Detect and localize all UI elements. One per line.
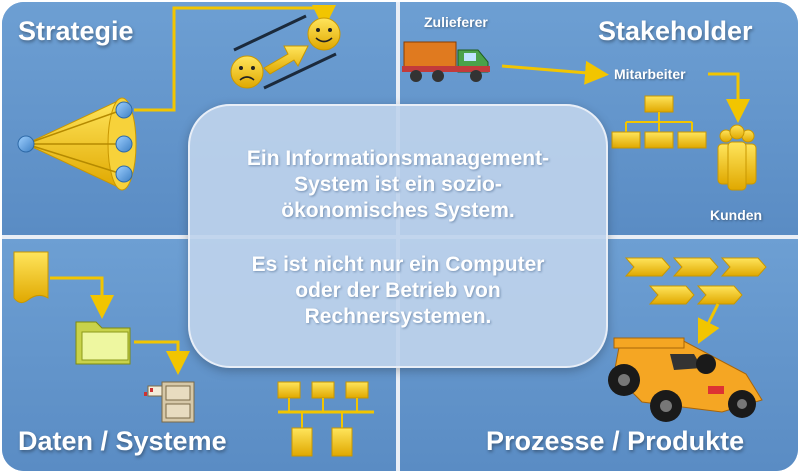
chevron-arrows-icon [624,257,767,305]
center-text-line: oder der Betrieb von [295,279,501,302]
quadrant-title-prozesse-produkte: Prozesse / Produkte [486,426,745,456]
funnel-icon [17,97,137,191]
org-chart-icon [611,95,707,149]
folder-icon [75,321,131,365]
center-text-line: Ein Informationsmanagement- [246,147,550,170]
label-kunden: Kunden [710,207,763,223]
quadrant-title-daten-systeme: Daten / Systeme [18,426,227,456]
network-icon [277,381,374,457]
label-mitarbeiter: Mitarbeiter [614,66,686,82]
center-statement-box: Ein Informationsmanagement- System ist e… [188,104,608,368]
people-group-icon [717,124,757,191]
smiley-face-icon [307,17,341,51]
label-zulieferer: Zulieferer [424,14,488,30]
file-cabinet-icon [144,381,195,423]
quadrant-title-strategie: Strategie [18,16,134,46]
quadrant-title-stakeholder: Stakeholder [598,16,753,46]
race-car-icon [608,337,763,422]
document-icon [13,251,49,304]
sad-face-icon [230,55,264,89]
truck-icon [402,41,490,82]
center-text-line: ökonomisches System. [281,199,515,222]
center-text-definition: Ein Informationsmanagement- System ist e… [190,146,606,224]
center-text-line: Rechnersystemen. [304,305,492,328]
center-text-line: System ist ein sozio- [294,173,502,196]
center-text-line: Es ist nicht nur ein Computer [251,253,545,276]
center-text-clarification: Es ist nicht nur ein Computer oder der B… [190,252,606,330]
